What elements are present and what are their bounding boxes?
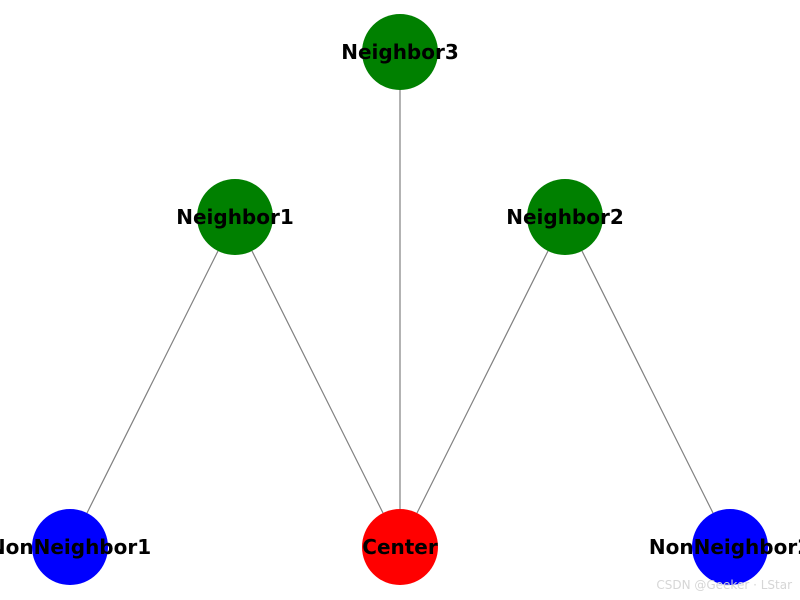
edge-neighbor1-center (251, 250, 384, 514)
node-nonneighbor2: NonNeighbor2 (649, 509, 800, 585)
node-layer: Center Neighbor1 Neighbor2 Neighbor3NonNeig… (0, 14, 800, 585)
node-label-neighbor1: Neighbor1 (176, 205, 294, 229)
edge-nonneighbor2-neighbor2 (581, 250, 714, 514)
node-circle-neighbor2 (527, 179, 603, 255)
node-label-nonneighbor1: NonNeighbor1 (0, 535, 151, 559)
node-circle-neighbor3 (362, 14, 438, 90)
node-nonneighbor1: NonNeighbor1 (0, 509, 151, 585)
watermark-text: CSDN @Geeker · LStar (656, 578, 792, 592)
node-label-nonneighbor2: NonNeighbor2 (649, 535, 800, 559)
node-circle-center (362, 509, 438, 585)
node-neighbor2: Neighbor2 (506, 179, 624, 255)
node-label-center: Center (362, 535, 438, 559)
node-circle-nonneighbor2 (692, 509, 768, 585)
node-circle-neighbor1 (197, 179, 273, 255)
edge-neighbor2-center (416, 250, 549, 514)
node-label-neighbor3: Neighbor3 (341, 40, 459, 64)
edge-nonneighbor1-neighbor1 (86, 250, 219, 514)
node-center: Center (362, 509, 438, 585)
node-circle-nonneighbor1 (32, 509, 108, 585)
edge-layer (86, 90, 714, 514)
node-neighbor3: Neighbor3 (341, 14, 459, 90)
node-label-neighbor2: Neighbor2 (506, 205, 624, 229)
node-neighbor1: Neighbor1 (176, 179, 294, 255)
